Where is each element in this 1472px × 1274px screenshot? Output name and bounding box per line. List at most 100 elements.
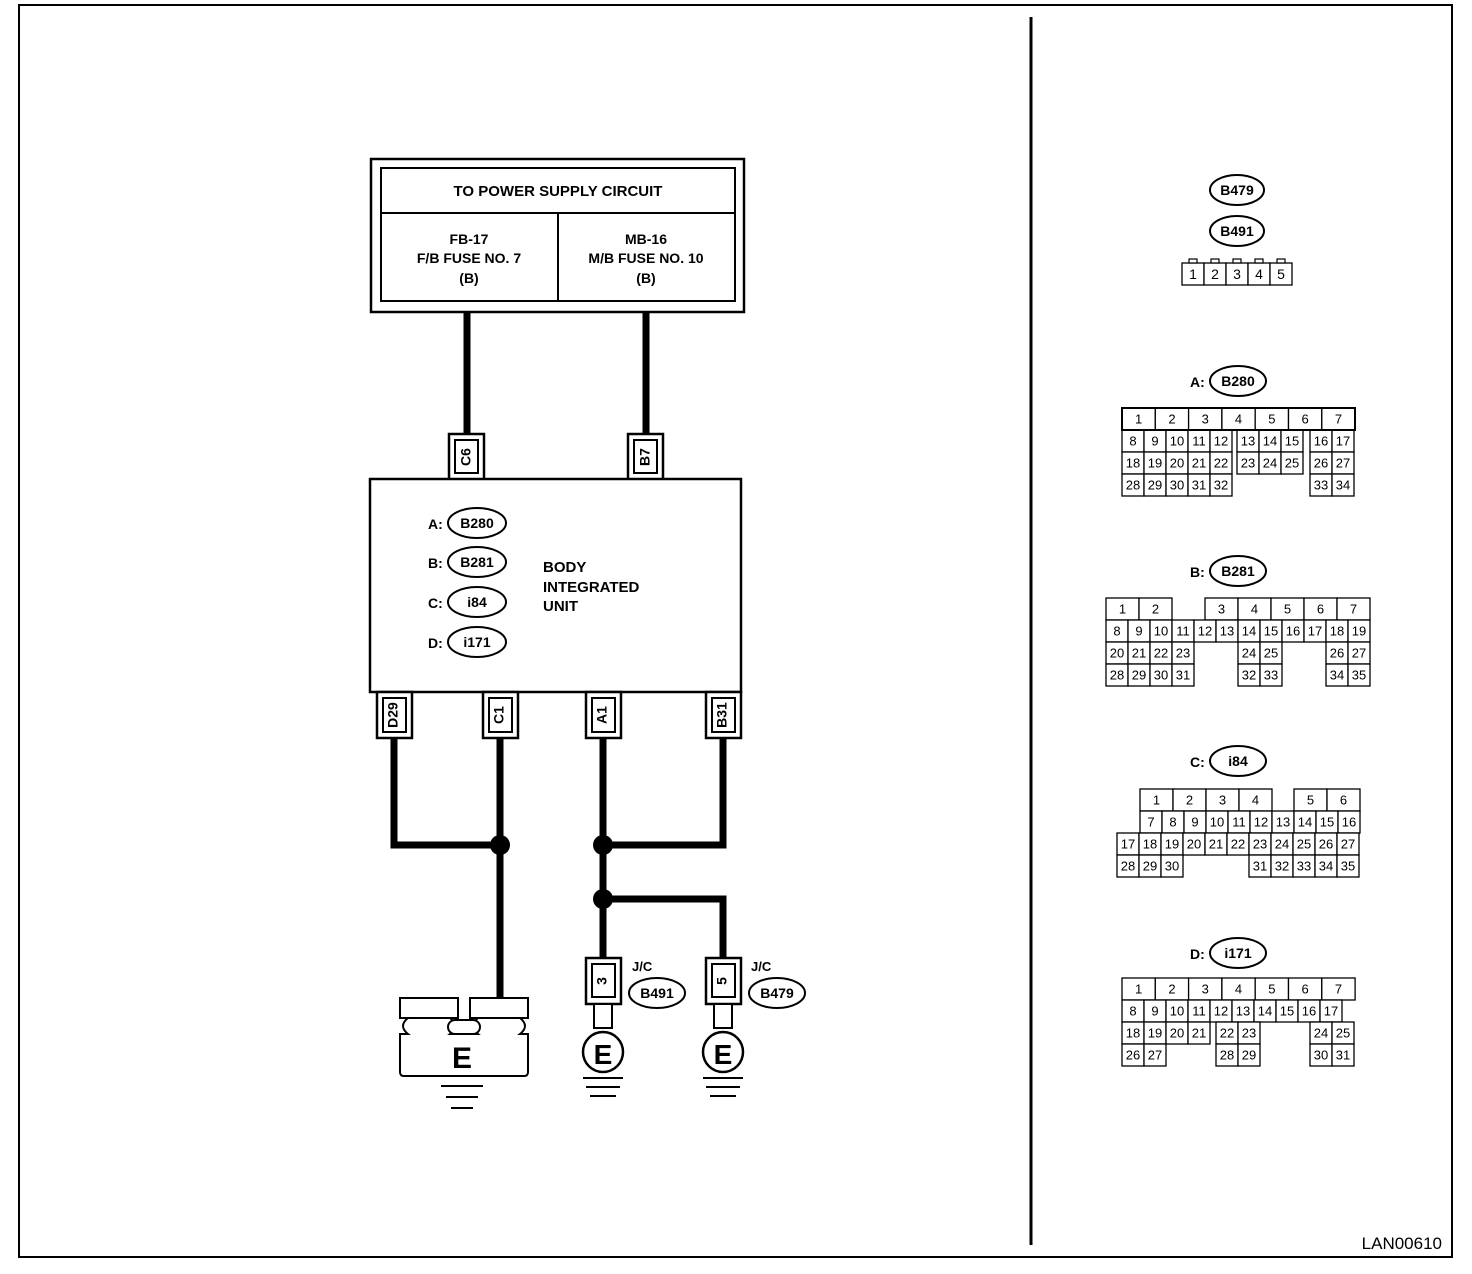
- pin-number: 15: [1264, 624, 1278, 639]
- pin-number: 9: [1191, 815, 1198, 830]
- pin-number: 5: [1277, 266, 1285, 282]
- pin-number: 33: [1297, 859, 1311, 874]
- pin-number: 18: [1143, 837, 1157, 852]
- jc-label-b491: J/C: [632, 959, 653, 974]
- pin-number: 28: [1121, 859, 1135, 874]
- jc-view-code-2: B491: [1220, 223, 1254, 239]
- unit-code-c: i84: [467, 594, 487, 610]
- pin-number: 19: [1148, 456, 1162, 471]
- svg-text:5: 5: [714, 977, 730, 985]
- svg-text:C1: C1: [491, 706, 507, 724]
- pin-number: 3: [1202, 412, 1209, 427]
- pin-number: 21: [1192, 456, 1206, 471]
- pin-number: 14: [1258, 1004, 1272, 1019]
- pin-number: 12: [1254, 815, 1268, 830]
- pin-number: 13: [1241, 434, 1255, 449]
- pin-number: 18: [1126, 456, 1140, 471]
- power-supply-title: TO POWER SUPPLY CIRCUIT: [454, 183, 663, 200]
- fuse-left-line-3: (B): [459, 270, 478, 286]
- pin-latch: [1210, 258, 1220, 264]
- pin-number: 10: [1170, 434, 1184, 449]
- pin-number: 23: [1242, 1026, 1256, 1041]
- pin-number: 28: [1220, 1048, 1234, 1063]
- pin-number: 9: [1151, 434, 1158, 449]
- jc-b479-ground: 5 E J/C B479: [701, 956, 806, 1097]
- pin-number: 7: [1335, 412, 1342, 427]
- pin-cell: [1280, 451, 1304, 475]
- pin-number: 9: [1135, 624, 1142, 639]
- pin-number: 25: [1297, 837, 1311, 852]
- pin-number: 15: [1320, 815, 1334, 830]
- pin-number: 29: [1148, 478, 1162, 493]
- pin-cell: [1237, 1043, 1261, 1067]
- fuse-right-line-3: (B): [636, 270, 655, 286]
- pin-number: 1: [1119, 602, 1126, 617]
- fuse-right-line-1: MB-16: [625, 231, 667, 247]
- pin-number: 6: [1317, 602, 1324, 617]
- pin-number: 21: [1209, 837, 1223, 852]
- pin-number: 24: [1263, 456, 1277, 471]
- jc-view-code-1: B479: [1220, 182, 1254, 198]
- pin-number: 31: [1336, 1048, 1350, 1063]
- terminal-c6: C6: [447, 432, 486, 482]
- svg-text:3: 3: [594, 977, 610, 985]
- pin-number: 11: [1232, 815, 1246, 830]
- pin-number: 7: [1335, 982, 1342, 997]
- pin-number: 27: [1148, 1048, 1162, 1063]
- fuse-left-line-1: FB-17: [450, 231, 489, 247]
- pin-number: 4: [1235, 412, 1242, 427]
- pin-number: 4: [1252, 793, 1259, 808]
- pin-number: 9: [1151, 1004, 1158, 1019]
- pin-number: 13: [1220, 624, 1234, 639]
- pin-number: 31: [1253, 859, 1267, 874]
- pin-number: 23: [1241, 456, 1255, 471]
- pin-number: 20: [1170, 1026, 1184, 1041]
- pin-number: 11: [1192, 434, 1206, 449]
- pin-number: 6: [1302, 412, 1309, 427]
- pin-number: 18: [1126, 1026, 1140, 1041]
- pin-cell: [1259, 663, 1283, 687]
- pin-number: 7: [1147, 815, 1154, 830]
- pin-number: 24: [1242, 646, 1256, 661]
- pin-number: 7: [1350, 602, 1357, 617]
- unit-prefix-d: D:: [428, 635, 443, 651]
- pin-number: 22: [1220, 1026, 1234, 1041]
- pin-number: 19: [1352, 624, 1366, 639]
- terminal-d29: D29: [375, 690, 414, 740]
- pin-number: 2: [1168, 982, 1175, 997]
- view-d-prefix: D:: [1190, 946, 1205, 962]
- pin-number: 30: [1314, 1048, 1328, 1063]
- pin-number: 33: [1314, 478, 1328, 493]
- wires: [390, 313, 727, 1000]
- view-c-code: i84: [1228, 753, 1248, 769]
- pin-number: 15: [1280, 1004, 1294, 1019]
- pin-number: 16: [1302, 1004, 1316, 1019]
- pin-number: 8: [1113, 624, 1120, 639]
- diagram-frame: [18, 4, 1453, 1258]
- unit-prefix-b: B:: [428, 555, 443, 571]
- pin-number: 26: [1319, 837, 1333, 852]
- pin-number: 16: [1286, 624, 1300, 639]
- pin-number: 32: [1242, 668, 1256, 683]
- unit-code-d: i171: [463, 634, 490, 650]
- terminal-a1: A1: [584, 690, 623, 740]
- pin-number: 24: [1314, 1026, 1328, 1041]
- pin-latch: [1276, 258, 1286, 264]
- pin-number: 1: [1135, 982, 1142, 997]
- pin-number: 1: [1153, 793, 1160, 808]
- pin-number: 27: [1336, 456, 1350, 471]
- figure-code: LAN00610: [1362, 1234, 1442, 1253]
- jc-b491-ground: 3 E J/C B491: [581, 956, 686, 1097]
- pin-number: 14: [1242, 624, 1256, 639]
- svg-text:C6: C6: [458, 448, 474, 466]
- pin-number: 2: [1186, 793, 1193, 808]
- pin-number: 22: [1214, 456, 1228, 471]
- pin-number: 32: [1275, 859, 1289, 874]
- pin-latch: [1232, 258, 1242, 264]
- unit-name-line-1: BODY: [543, 559, 586, 576]
